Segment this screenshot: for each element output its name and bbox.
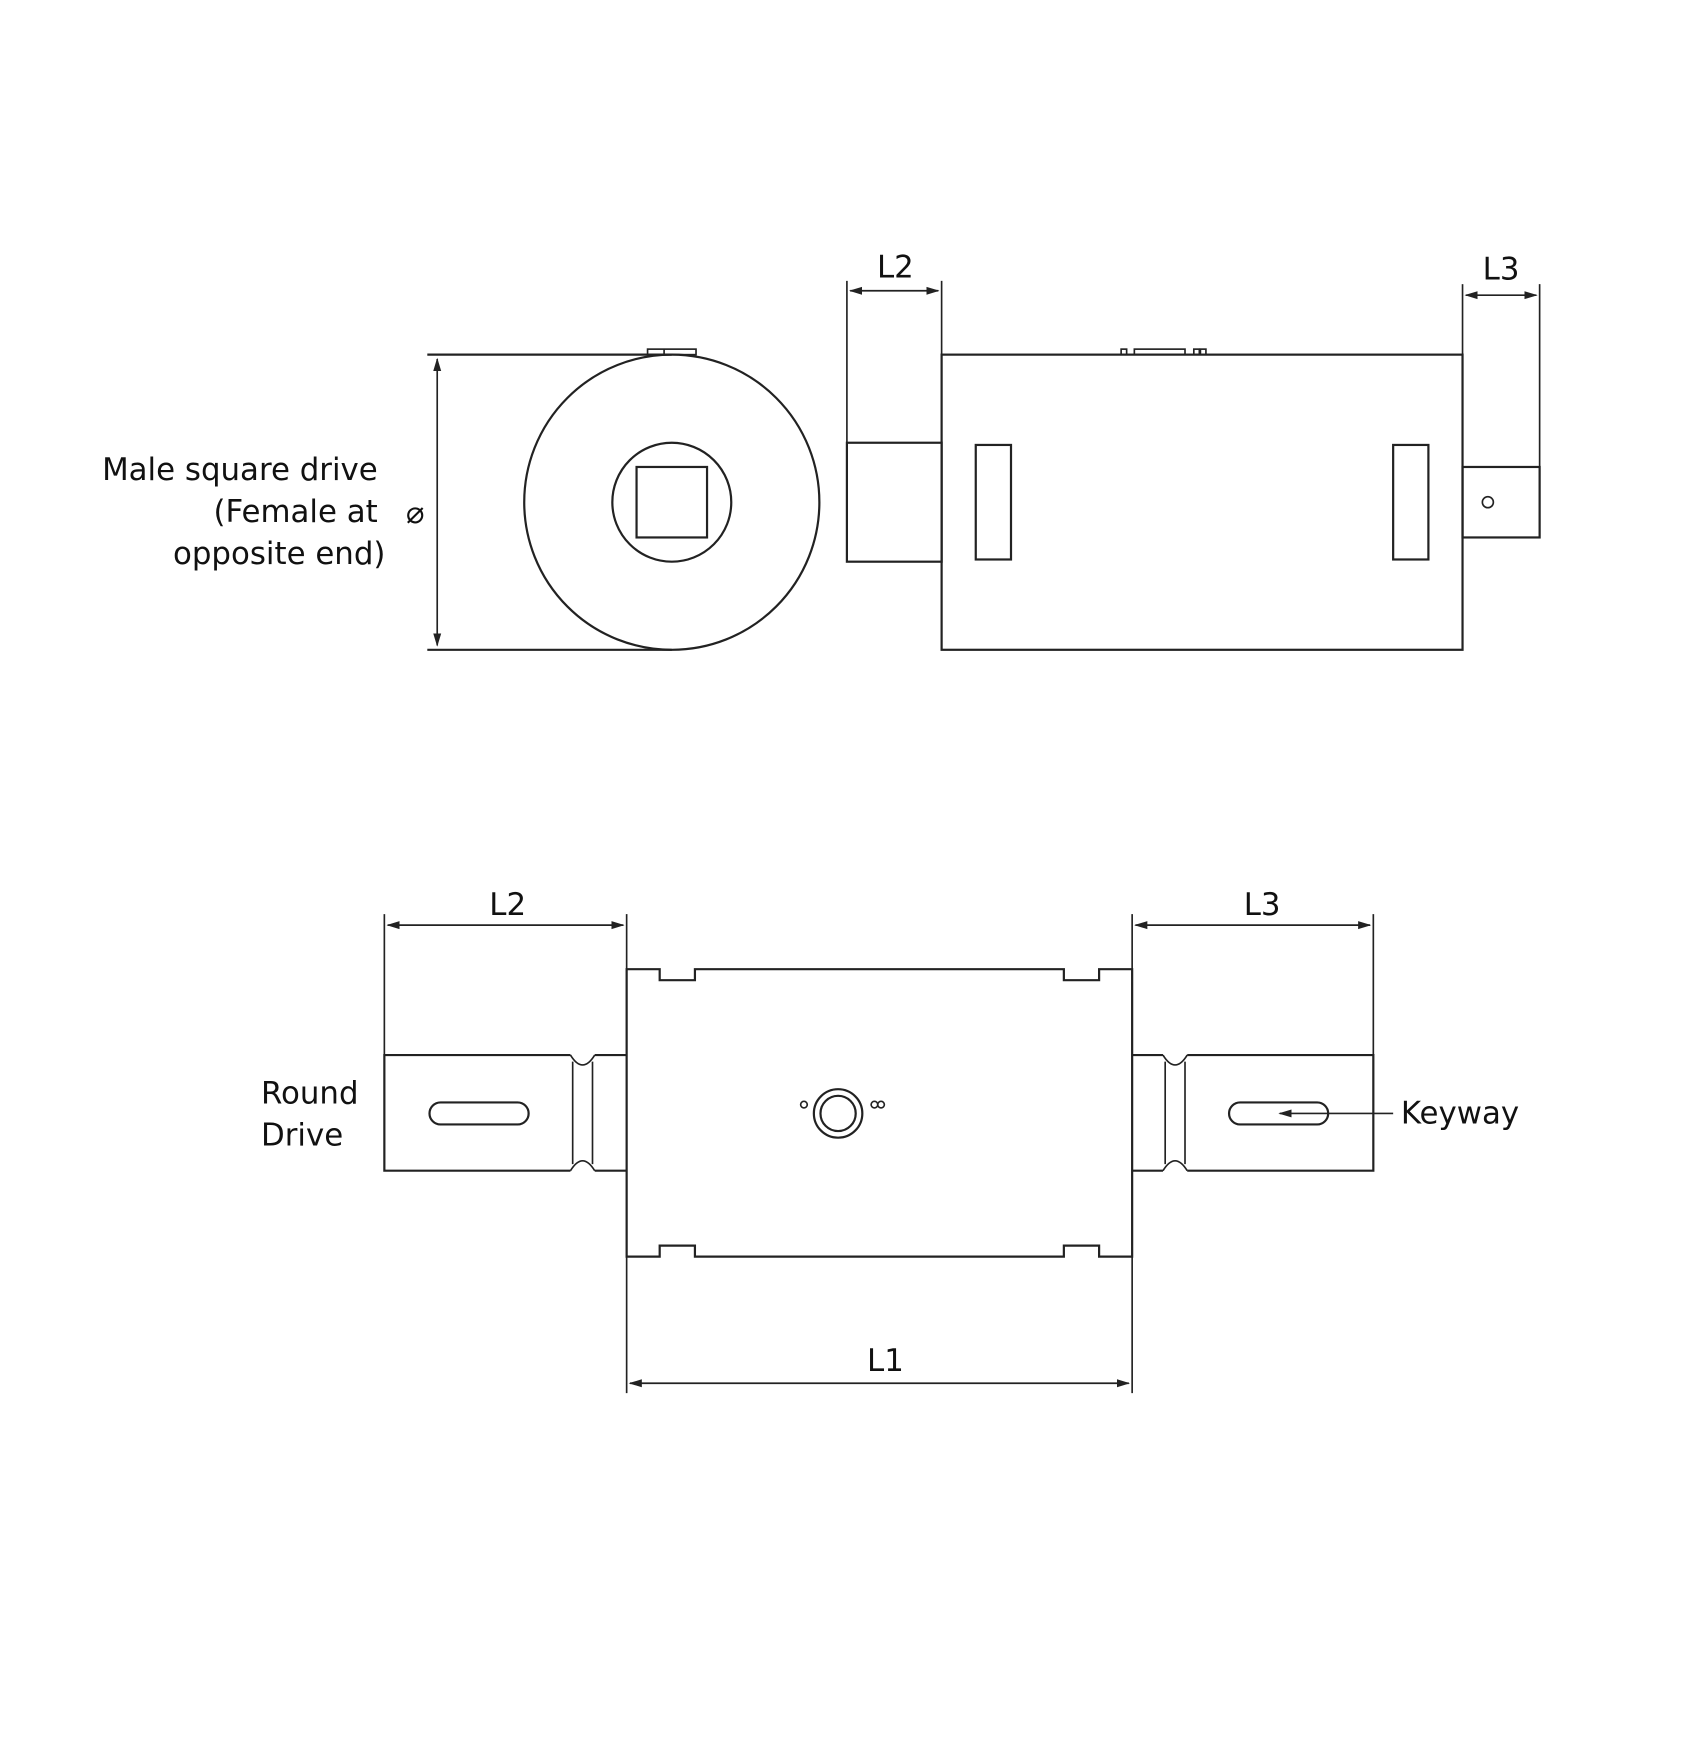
end-view-label-line2: (Female at <box>213 494 377 530</box>
connector-pin <box>1199 348 1207 356</box>
left-keyway-slot <box>428 1101 530 1126</box>
mounting-hole <box>876 1100 886 1109</box>
right-drive-shaft <box>1461 465 1541 539</box>
sensor-body <box>940 353 1464 651</box>
connector-outer-ring <box>812 1088 864 1139</box>
side-view: L2 L3 <box>845 250 1541 651</box>
right-shaft-groove <box>1162 1054 1188 1172</box>
drive-hub-circle <box>611 441 733 563</box>
left-drive-square <box>845 441 943 563</box>
square-drive <box>635 465 709 539</box>
mounting-hole <box>870 1100 879 1109</box>
l3-label: L3 <box>1244 887 1281 923</box>
round-drive-label-line2: Drive <box>261 1117 343 1153</box>
l1-label: L1 <box>867 1343 904 1379</box>
sensor-body-plan <box>625 968 1134 1258</box>
cross-hole <box>1481 495 1495 509</box>
round-drive-label-line1: Round <box>261 1076 359 1112</box>
left-shaft-groove <box>569 1054 596 1172</box>
connector-tab <box>646 348 697 356</box>
slot-right <box>1392 443 1430 561</box>
keyway-label: Keyway <box>1401 1095 1519 1131</box>
connector-top <box>1133 348 1186 356</box>
end-view-label-line1: Male square drive <box>102 452 378 488</box>
connector-inner-ring <box>819 1094 857 1133</box>
connector-pin <box>1192 348 1201 356</box>
diameter-symbol: ⌀ <box>406 495 425 531</box>
slot-left <box>974 443 1013 561</box>
l2-label: L2 <box>489 887 526 923</box>
l3-label: L3 <box>1483 252 1520 288</box>
l2-label: L2 <box>877 250 914 286</box>
end-view: Male square drive (Female at opposite en… <box>102 348 821 651</box>
connector-pin <box>1120 348 1128 356</box>
plan-view: Keyway L2 L3 L1 Round Drive <box>261 887 1519 1394</box>
end-view-label-line3: opposite end) <box>173 536 385 572</box>
mounting-hole <box>799 1100 809 1109</box>
left-round-shaft <box>383 1053 627 1172</box>
sensor-outer-circle <box>523 353 821 651</box>
